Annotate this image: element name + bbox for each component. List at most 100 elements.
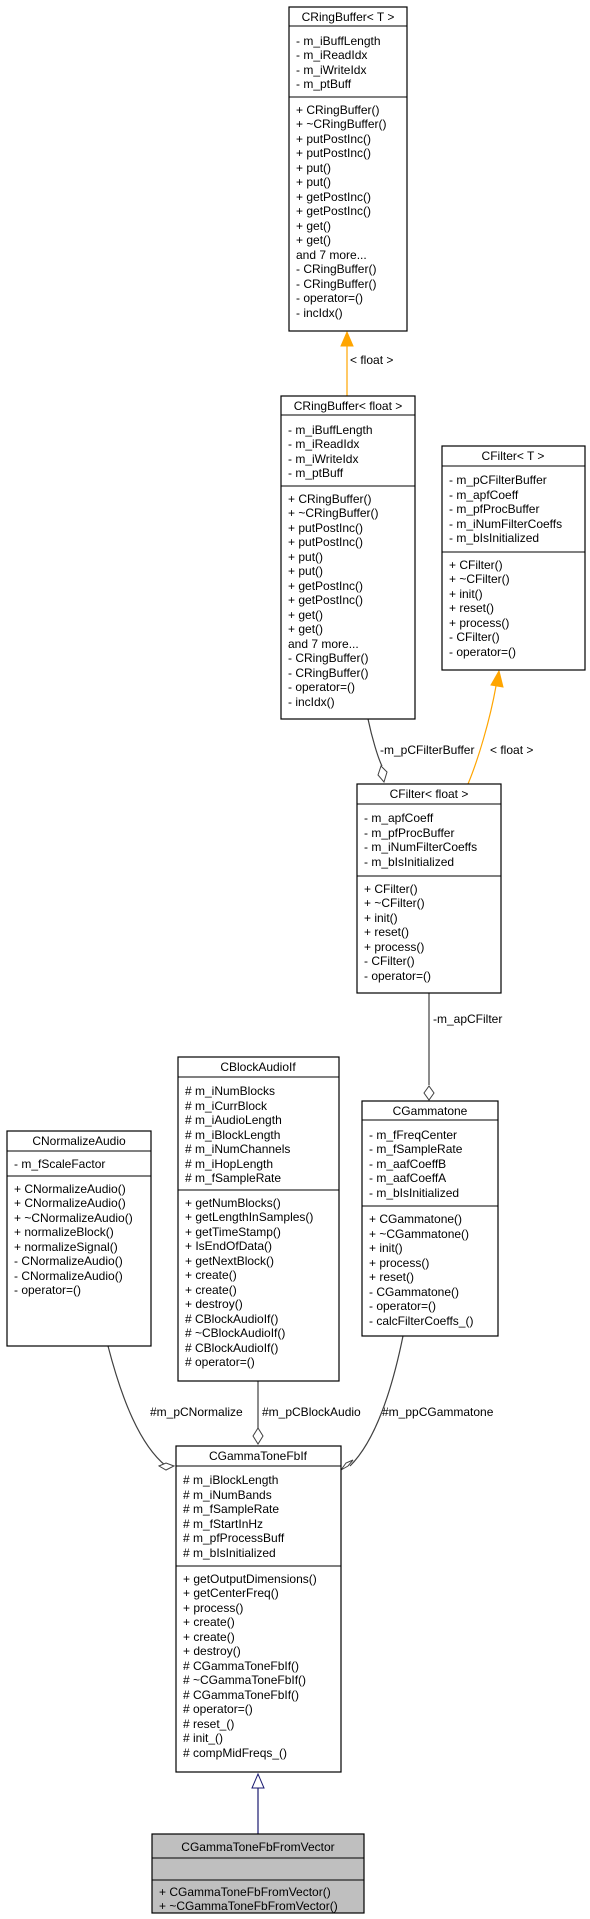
- class-box-gammatone[interactable]: CGammatone - m_fFreqCenter - m_fSampleRa…: [361, 1100, 499, 1337]
- method: + put(): [296, 175, 331, 189]
- edge-line: [107, 1345, 167, 1467]
- class-frame: [356, 783, 502, 994]
- attributes-list: - m_pCFilterBuffer - m_apfCoeff - m_pfPr…: [449, 473, 562, 545]
- method: + getPostInc(): [296, 204, 371, 218]
- attribute: - m_ptBuff: [288, 466, 344, 480]
- method: + getNextBlock(): [185, 1254, 274, 1268]
- arrowhead-open-triangle: [340, 330, 354, 347]
- class-box-normalizeaudio[interactable]: CNormalizeAudio - m_fScaleFactor + CNorm…: [6, 1130, 152, 1347]
- attribute: - m_iNumFilterCoeffs: [364, 840, 477, 854]
- aggregation-diamond: [377, 765, 388, 784]
- method: # compMidFreqs_(): [183, 1746, 287, 1760]
- attribute: - m_fFreqCenter: [369, 1128, 457, 1142]
- attribute: - m_pCFilterBuffer: [449, 473, 547, 487]
- method: + create(): [185, 1268, 237, 1282]
- method: + process(): [183, 1601, 243, 1615]
- attribute: # m_iNumChannels: [185, 1142, 290, 1156]
- class-box-filter-t[interactable]: CFilter< T > - m_pCFilterBuffer - m_apfC…: [441, 445, 586, 671]
- attribute: # m_fStartInHz: [183, 1517, 263, 1531]
- edge-gammatone-filter-usage: -m_apCFilter: [423, 993, 502, 1101]
- aggregation-diamond: [423, 1085, 435, 1101]
- attribute: # m_iAudioLength: [185, 1113, 282, 1127]
- attribute: # m_iBlockLength: [183, 1473, 278, 1487]
- method: + reset(): [369, 1270, 414, 1284]
- class-box-gammatonefbfromvector[interactable]: CGammaToneFbFromVector + CGammaToneFbFro…: [151, 1833, 365, 1914]
- method: + CRingBuffer(): [288, 492, 371, 506]
- method: + process(): [369, 1256, 429, 1270]
- class-box-filter-float[interactable]: CFilter< float > - m_apfCoeff - m_pfProc…: [356, 783, 502, 994]
- class-frame: [177, 1056, 340, 1382]
- attribute: - m_iReadIdx: [288, 437, 359, 451]
- arrowhead-open-triangle: [251, 1772, 265, 1789]
- method: - operator=(): [14, 1283, 81, 1297]
- attribute: - m_bIsInitialized: [369, 1186, 459, 1200]
- methods-list: + CGammatone() + ~CGammatone() + init() …: [369, 1212, 473, 1328]
- method: + init(): [449, 587, 483, 601]
- class-box-ringbuffer-float[interactable]: CRingBuffer< float > - m_iBuffLength - m…: [280, 395, 416, 720]
- edge-gtfbif-normalize-usage: #m_pCNormalize: [107, 1345, 243, 1471]
- edge-gtfbif-gammatone-usage: #m_ppCGammatone: [340, 1335, 494, 1471]
- method: + init(): [364, 911, 398, 925]
- methods-list: + getNumBlocks() + getLengthInSamples() …: [185, 1196, 313, 1369]
- method: + create(): [183, 1630, 235, 1644]
- attribute: # m_iCurrBlock: [185, 1099, 268, 1113]
- method: + normalizeSignal(): [14, 1240, 118, 1254]
- attribute: - m_iBuffLength: [296, 34, 381, 48]
- method: + ~CRingBuffer(): [288, 506, 379, 520]
- method: + get(): [296, 219, 331, 233]
- method: # CGammaToneFbIf(): [183, 1659, 299, 1673]
- method: - calcFilterCoeffs_(): [369, 1314, 473, 1328]
- method: # reset_(): [183, 1717, 234, 1731]
- attribute: # m_iNumBands: [183, 1488, 272, 1502]
- attribute: - m_iReadIdx: [296, 48, 367, 62]
- method: + init(): [369, 1241, 403, 1255]
- method: + ~CFilter(): [449, 572, 510, 586]
- method: - operator=(): [288, 680, 355, 694]
- attribute: - m_pfProcBuffer: [449, 502, 539, 516]
- method: + get(): [288, 608, 323, 622]
- method: # operator=(): [183, 1702, 253, 1716]
- class-box-ringbuffer-t[interactable]: CRingBuffer< T > - m_iBuffLength - m_iRe…: [288, 6, 408, 332]
- class-title: CRingBuffer< float >: [294, 399, 403, 413]
- edge-line: [349, 1335, 404, 1467]
- attribute: - m_iBuffLength: [288, 423, 373, 437]
- method: + CFilter(): [364, 882, 418, 896]
- edge-filter-template: < float >: [467, 669, 533, 785]
- method: + ~CFilter(): [364, 896, 425, 910]
- class-box-gammatonefbif[interactable]: CGammaToneFbIf # m_iBlockLength # m_iNum…: [175, 1445, 342, 1773]
- attribute: - m_iWriteIdx: [288, 452, 358, 466]
- method: # ~CGammaToneFbIf(): [183, 1673, 306, 1687]
- attribute: # m_iNumBlocks: [185, 1084, 275, 1098]
- method: - operator=(): [449, 645, 516, 659]
- method: # init_(): [183, 1731, 223, 1745]
- attribute: # m_fSampleRate: [183, 1502, 279, 1516]
- aggregation-diamond: [157, 1462, 176, 1471]
- attribute: - m_iNumFilterCoeffs: [449, 517, 562, 531]
- class-title: CNormalizeAudio: [32, 1134, 126, 1148]
- method: + putPostInc(): [288, 535, 363, 549]
- method: - CNormalizeAudio(): [14, 1254, 123, 1268]
- attribute: # m_bIsInitialized: [183, 1546, 276, 1560]
- method: - operator=(): [364, 969, 431, 983]
- attributes-list: # m_iNumBlocks # m_iCurrBlock # m_iAudio…: [185, 1084, 290, 1185]
- method: + create(): [183, 1615, 235, 1629]
- method: # ~CBlockAudioIf(): [185, 1326, 285, 1340]
- method: - CRingBuffer(): [288, 651, 368, 665]
- attribute: - m_fSampleRate: [369, 1142, 463, 1156]
- attribute: - m_aafCoeffB: [369, 1157, 446, 1171]
- class-frame: [361, 1100, 499, 1337]
- attributes-list: - m_fScaleFactor: [14, 1157, 105, 1171]
- method: + destroy(): [185, 1297, 243, 1311]
- attribute: - m_aafCoeffA: [369, 1171, 446, 1185]
- class-title: CFilter< float >: [390, 787, 469, 801]
- class-box-blockaudioif[interactable]: CBlockAudioIf # m_iNumBlocks # m_iCurrBl…: [177, 1056, 340, 1382]
- edge-filter-ringbuffer-usage: -m_pCFilterBuffer: [367, 718, 474, 784]
- class-frame: [175, 1445, 342, 1773]
- edge-inheritance: [251, 1772, 265, 1834]
- attributes-list: - m_fFreqCenter - m_fSampleRate - m_aafC…: [369, 1128, 463, 1200]
- attributes-list: - m_apfCoeff - m_pfProcBuffer - m_iNumFi…: [364, 811, 477, 869]
- method: + destroy(): [183, 1644, 241, 1658]
- method: - CRingBuffer(): [296, 277, 376, 291]
- method: + ~CNormalizeAudio(): [14, 1211, 133, 1225]
